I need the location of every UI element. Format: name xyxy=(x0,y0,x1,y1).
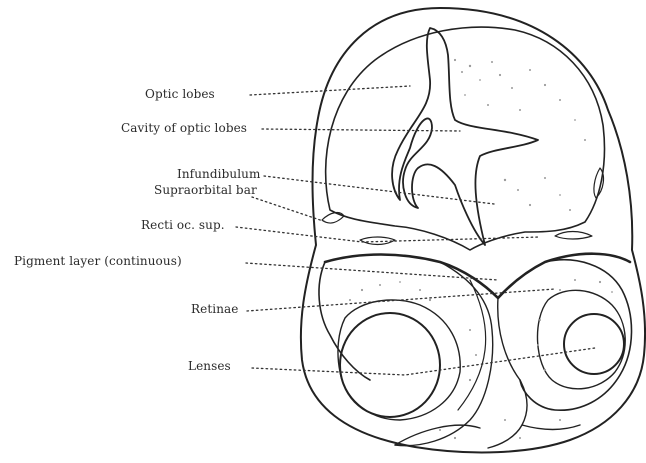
recti-right xyxy=(555,232,592,240)
leader-cavity xyxy=(262,129,460,131)
right-lens xyxy=(564,314,624,374)
label-infundibulum: Infundibulum xyxy=(177,167,260,181)
label-supraorbital-bar: Supraorbital bar xyxy=(154,183,257,197)
label-pigment-layer: Pigment layer (continuous) xyxy=(14,254,182,268)
label-lenses: Lenses xyxy=(188,359,231,373)
leader-lenses xyxy=(252,348,595,375)
label-retinae: Retinae xyxy=(191,302,238,316)
right-lens-cavity xyxy=(537,290,625,389)
leader-infundibulum xyxy=(264,176,494,204)
label-recti-oc-sup: Recti oc. sup. xyxy=(141,218,225,232)
left-eye-inner-wall xyxy=(395,262,493,446)
left-lens xyxy=(340,313,440,417)
label-cavity-optic-lobes: Cavity of optic lobes xyxy=(121,121,247,135)
central-septum xyxy=(488,298,527,448)
cavity-outline xyxy=(392,28,538,245)
central-septum-2 xyxy=(458,280,486,410)
bottom-left-lobe xyxy=(395,425,480,445)
leader-optic-lobes xyxy=(250,86,410,95)
bottom-right-lobe xyxy=(522,425,580,430)
right-eye-outer xyxy=(520,260,632,410)
stippling xyxy=(349,59,613,439)
left-lens-cavity xyxy=(338,300,460,420)
optic-lobe-outline xyxy=(326,27,605,250)
leader-supraorbital-bar xyxy=(252,197,326,222)
label-optic-lobes: Optic lobes xyxy=(145,87,215,101)
leader-lines xyxy=(236,86,595,375)
